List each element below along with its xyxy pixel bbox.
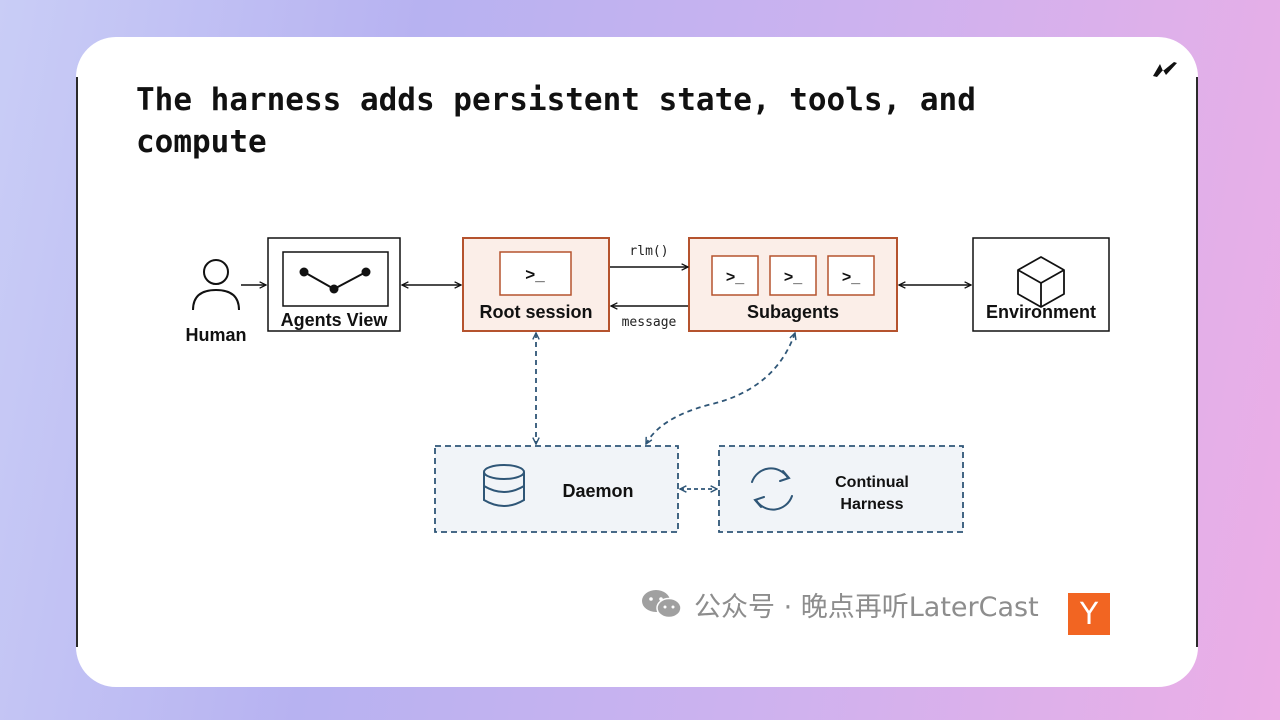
wechat-icon <box>642 590 682 619</box>
continual-harness-node: Continual Harness <box>718 445 964 533</box>
terminal-icon: >_ <box>525 265 545 284</box>
refresh-icon <box>751 467 793 511</box>
slide-card: The harness adds persistent state, tools… <box>76 37 1198 687</box>
person-icon <box>192 259 240 311</box>
human-node: Human <box>185 259 247 345</box>
cube-icon <box>1017 256 1065 308</box>
subagents-label: Subagents <box>747 302 839 322</box>
daemon-node: Daemon <box>434 445 679 533</box>
message-return-label: message <box>622 315 677 330</box>
subagents-daemon-arrow <box>645 333 795 444</box>
subagents-node: >_ >_ >_ Subagents <box>688 237 898 332</box>
daemon-label: Daemon <box>562 481 633 501</box>
continual-harness-label-line2: Harness <box>840 496 903 513</box>
environment-label: Environment <box>986 302 1096 322</box>
agents-view-node: Agents View <box>267 237 401 332</box>
database-icon <box>483 464 525 507</box>
rlm-call-label: rlm() <box>629 244 668 259</box>
terminal-icon: >_ <box>784 269 803 286</box>
terminal-icon: >_ <box>842 269 861 286</box>
continual-harness-label-line1: Continual <box>835 474 909 491</box>
environment-node: Environment <box>972 237 1110 332</box>
brand-logo <box>1153 62 1177 77</box>
watermark: 公众号 · 晚点再听LaterCast <box>640 584 1039 624</box>
terminal-icon: >_ <box>726 269 745 286</box>
root-session-label: Root session <box>479 302 592 322</box>
agents-view-label: Agents View <box>281 310 389 330</box>
slide-title: The harness adds persistent state, tools… <box>136 82 976 160</box>
watermark-text: 公众号 · 晚点再听LaterCast <box>694 591 1039 623</box>
yc-badge: Y <box>1068 593 1110 635</box>
human-label: Human <box>185 325 246 345</box>
graph-icon <box>299 267 371 294</box>
root-session-node: >_ Root session <box>462 237 610 332</box>
